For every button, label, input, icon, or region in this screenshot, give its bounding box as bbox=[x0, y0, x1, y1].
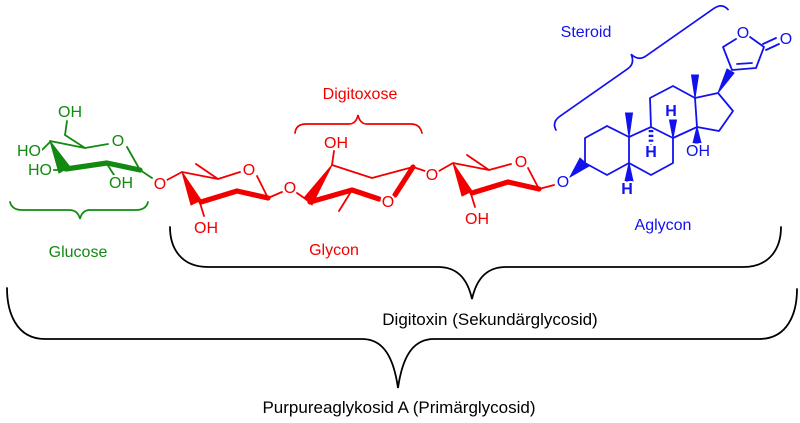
steroid-c8-h-label: H bbox=[665, 103, 677, 120]
lactone-carbonyl-oxygen-label: O bbox=[780, 31, 792, 48]
glucose-c6-oh-label: OH bbox=[58, 104, 82, 121]
steroid-c13-methyl-wedge bbox=[690, 74, 700, 99]
glycon-label: Glycon bbox=[309, 242, 359, 259]
digitoxose2-bonds bbox=[296, 150, 426, 212]
digitoxose1-oh-label: OH bbox=[194, 220, 218, 237]
steroid-c14-oh-label: OH bbox=[686, 143, 710, 160]
steroid-c10-methyl-wedge bbox=[624, 112, 634, 138]
glucose-unit: OH O HO HO OH Glucose bbox=[9, 102, 153, 261]
glucose-c4-ho-label: HO bbox=[17, 143, 41, 160]
steroid-c5-h-wedge bbox=[624, 162, 634, 182]
annotation-braces: Digitoxin (Sekundärglycosid) Purpureagly… bbox=[6, 226, 798, 417]
glycosidic-oxygen-4-label: O bbox=[557, 174, 569, 191]
digitoxose3-oh-label: OH bbox=[465, 211, 489, 228]
steroid-c17-lactone-wedge bbox=[717, 68, 735, 94]
digitoxose-units: O O OH O OH O O O OH Digitoxose Glycon bbox=[152, 86, 555, 259]
steroid-c8-h-wedge bbox=[668, 119, 678, 139]
digitoxose3-bold-bonds bbox=[469, 179, 542, 196]
purpureaglykosid-brace bbox=[6, 287, 798, 389]
steroid-c14-oh-wedge bbox=[692, 126, 702, 144]
steroid-c5-h-label: H bbox=[621, 181, 633, 198]
digitoxose2-oh-label: OH bbox=[324, 135, 348, 152]
glycosidic-oxygen-1-label: O bbox=[154, 176, 166, 193]
glucose-c3-ho-label: HO bbox=[28, 162, 52, 179]
glucose-wedge-bond bbox=[49, 140, 71, 174]
digitoxose2-wedge-bond bbox=[303, 164, 333, 206]
digitoxin-brace bbox=[169, 226, 782, 300]
glycosidic-oxygen-3-label: O bbox=[426, 167, 438, 184]
digitoxose-brace bbox=[294, 114, 423, 134]
digitoxin-label: Digitoxin (Sekundärglycosid) bbox=[382, 310, 597, 329]
digitoxose1-bonds bbox=[166, 163, 283, 217]
digitoxose2-ring-oxygen-label: O bbox=[382, 194, 394, 211]
digitoxose1-ring-oxygen-label: O bbox=[243, 162, 255, 179]
steroid-unit: O H H H OH O O Steroid Aglycon bbox=[553, 5, 794, 234]
steroid-brace bbox=[553, 5, 729, 131]
glucose-name-label: Glucose bbox=[49, 244, 108, 261]
lactone-ring-oxygen-label: O bbox=[737, 25, 749, 42]
glucose-ring-oxygen-label: O bbox=[112, 133, 124, 150]
digitoxose2-bold-bonds bbox=[307, 164, 416, 205]
glycosidic-oxygen-2-label: O bbox=[284, 180, 296, 197]
lactone-ring-bonds bbox=[722, 36, 780, 71]
digitoxose1-wedge-bond bbox=[181, 171, 202, 206]
glycosidic-o4-wedge-bond bbox=[568, 157, 590, 179]
digitoxose-brace-label: Digitoxose bbox=[323, 86, 398, 103]
glucose-c2-oh-label: OH bbox=[109, 175, 133, 192]
digitoxose3-ring-oxygen-label: O bbox=[515, 154, 527, 171]
steroid-brace-label: Steroid bbox=[561, 24, 612, 41]
digitoxose3-wedge-bond bbox=[452, 162, 473, 197]
aglycon-label: Aglycon bbox=[635, 217, 692, 234]
digitoxose3-bonds bbox=[438, 154, 555, 208]
glucose-bold-bonds bbox=[63, 160, 143, 173]
steroid-c9-h-label: H bbox=[645, 144, 657, 161]
purpureaglykosid-label: Purpureaglykosid A (Primärglycosid) bbox=[262, 398, 535, 417]
glucose-brace bbox=[9, 201, 149, 220]
digitoxose1-bold-bonds bbox=[198, 188, 271, 205]
steroid-ring-bonds bbox=[584, 85, 734, 176]
